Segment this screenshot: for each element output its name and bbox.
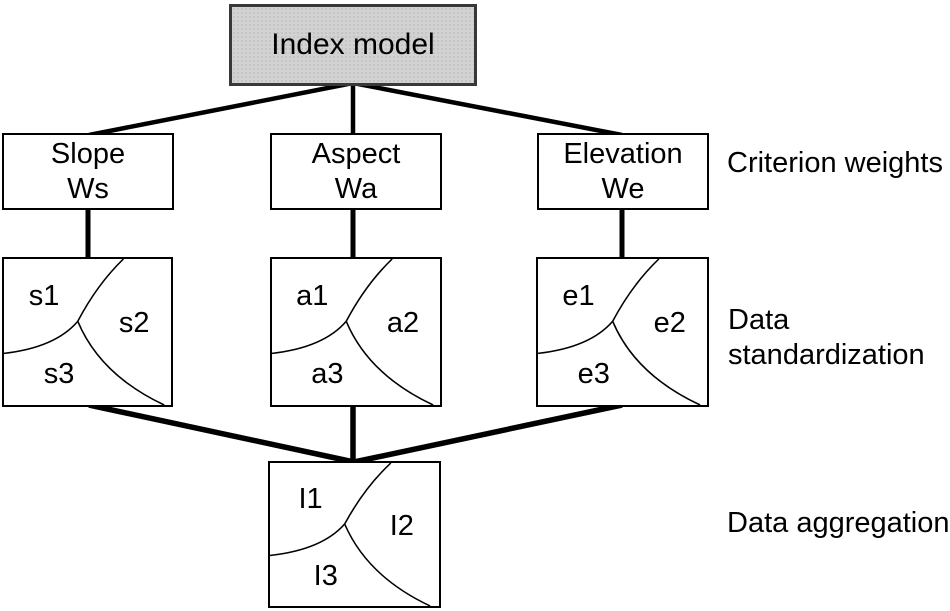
map-region-label: s3	[43, 358, 75, 391]
criterion-name: Aspect	[311, 138, 401, 171]
map-region-label: a2	[386, 307, 420, 340]
aggregation-map: I1 I2 I3	[268, 461, 441, 608]
connector-smap-to-aggregation	[88, 402, 355, 465]
row-label-data-aggregation: Data aggregation	[727, 507, 950, 539]
map-region-label: e2	[653, 307, 686, 340]
map-region-label: s1	[28, 279, 60, 312]
criterion-box-slope: Slope Ws	[2, 133, 174, 210]
criterion-name: Elevation	[563, 138, 683, 171]
map-region-dividers	[538, 259, 701, 405]
map-region-label: e3	[577, 358, 610, 391]
map-region-label: s2	[118, 307, 150, 340]
index-model-label: Index model	[271, 28, 435, 62]
connector-root-to-slope	[88, 80, 354, 138]
standardization-map-slope: s1 s2 s3	[2, 257, 173, 407]
criterion-box-aspect: Aspect Wa	[270, 133, 442, 210]
criterion-weight: Ws	[67, 172, 109, 205]
map-region-dividers	[4, 259, 165, 405]
map-region-dividers	[270, 463, 431, 606]
standardization-map-aspect: a1 a2 a3	[270, 257, 442, 407]
map-region-label: I3	[313, 559, 338, 592]
map-region-label: a1	[296, 279, 329, 312]
criterion-weight: Wa	[334, 172, 378, 205]
criterion-weight: We	[601, 172, 645, 205]
map-region-label: I1	[298, 482, 323, 515]
map-region-label: I2	[389, 509, 414, 542]
criterion-box-elevation: Elevation We	[537, 133, 709, 210]
map-region-label: a3	[311, 358, 344, 391]
row-label-criterion-weights: Criterion weights	[727, 147, 943, 179]
connector-root-to-elevation	[352, 80, 623, 138]
row-label-data-standardization: Data standardization	[728, 304, 925, 371]
map-region-label: e1	[562, 279, 595, 312]
index-model-box: Index model	[229, 4, 477, 86]
connector-emap-to-aggregation	[353, 402, 623, 465]
criterion-name: Slope	[50, 138, 126, 171]
map-region-dividers	[272, 259, 434, 405]
standardization-map-elevation: e1 e2 e3	[536, 257, 709, 407]
